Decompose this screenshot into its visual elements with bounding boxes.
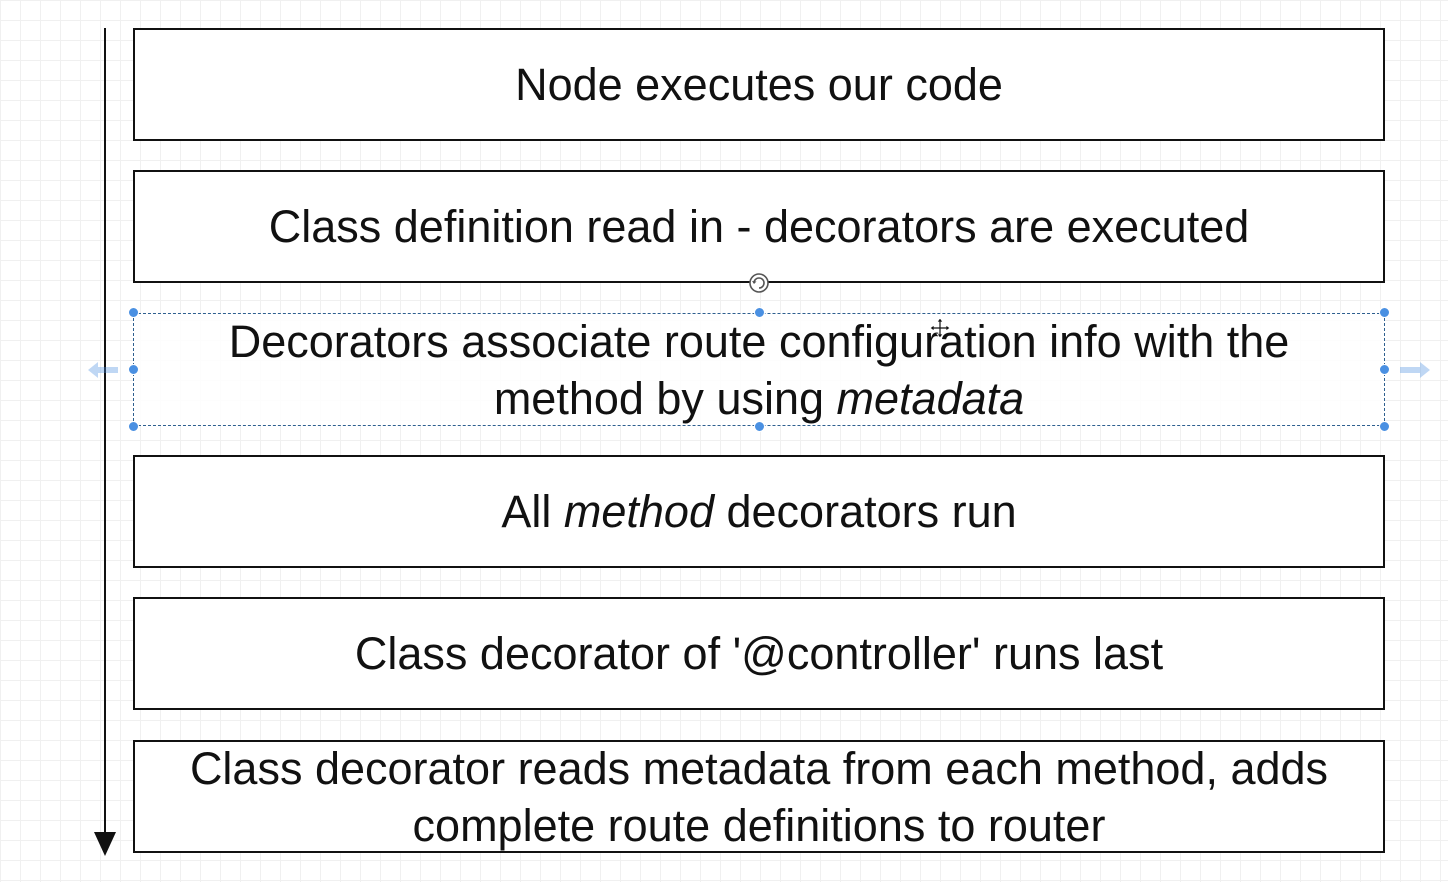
flow-arrow-shaft <box>104 28 106 836</box>
step-label-line1: Class decorator reads metadata from each… <box>189 742 1329 794</box>
step-method-decorators[interactable]: All method decorators run <box>133 455 1385 568</box>
resize-handle-top[interactable] <box>754 307 765 318</box>
resize-handle-bottom-right[interactable] <box>1379 421 1390 432</box>
resize-handle-left[interactable] <box>128 364 139 375</box>
step-label-line2: complete route definitions to router <box>412 799 1106 851</box>
step-class-definition[interactable]: Class definition read in - decorators ar… <box>133 170 1385 283</box>
step-label-suffix: decorators run <box>726 486 1017 537</box>
rotate-icon[interactable] <box>748 272 770 294</box>
step-label: Class decorator reads metadata from each… <box>190 740 1328 854</box>
step-class-decorator-reads[interactable]: Class decorator reads metadata from each… <box>133 740 1385 853</box>
step-label-prefix: All <box>501 486 552 537</box>
resize-handle-right[interactable] <box>1379 364 1390 375</box>
resize-handle-top-left[interactable] <box>128 307 139 318</box>
step-decorators-associate-selected[interactable]: Decorators associate route configuration… <box>133 313 1385 426</box>
step-label: Class decorator of '@controller' runs la… <box>354 628 1164 679</box>
step-node-executes[interactable]: Node executes our code <box>133 28 1385 141</box>
move-cursor-icon <box>929 317 951 339</box>
step-class-decorator-last[interactable]: Class decorator of '@controller' runs la… <box>133 597 1385 710</box>
resize-handle-bottom[interactable] <box>754 421 765 432</box>
step-label: Node executes our code <box>515 59 1003 110</box>
step-label-line2-italic: metadata <box>836 372 1025 424</box>
connect-left-arrow-icon[interactable] <box>88 362 118 378</box>
step-label-line2-prefix: method by using <box>493 372 825 424</box>
flow-arrow-icon <box>94 832 116 856</box>
resize-handle-bottom-left[interactable] <box>128 421 139 432</box>
connect-right-arrow-icon[interactable] <box>1400 362 1430 378</box>
step-label: Decorators associate route configuration… <box>229 313 1290 427</box>
resize-handle-top-right[interactable] <box>1379 307 1390 318</box>
step-label-italic: method <box>563 486 714 537</box>
step-label: Class definition read in - decorators ar… <box>268 201 1250 252</box>
step-label-line1: Decorators associate route configuration… <box>228 315 1290 367</box>
step-label: All method decorators run <box>501 483 1016 540</box>
